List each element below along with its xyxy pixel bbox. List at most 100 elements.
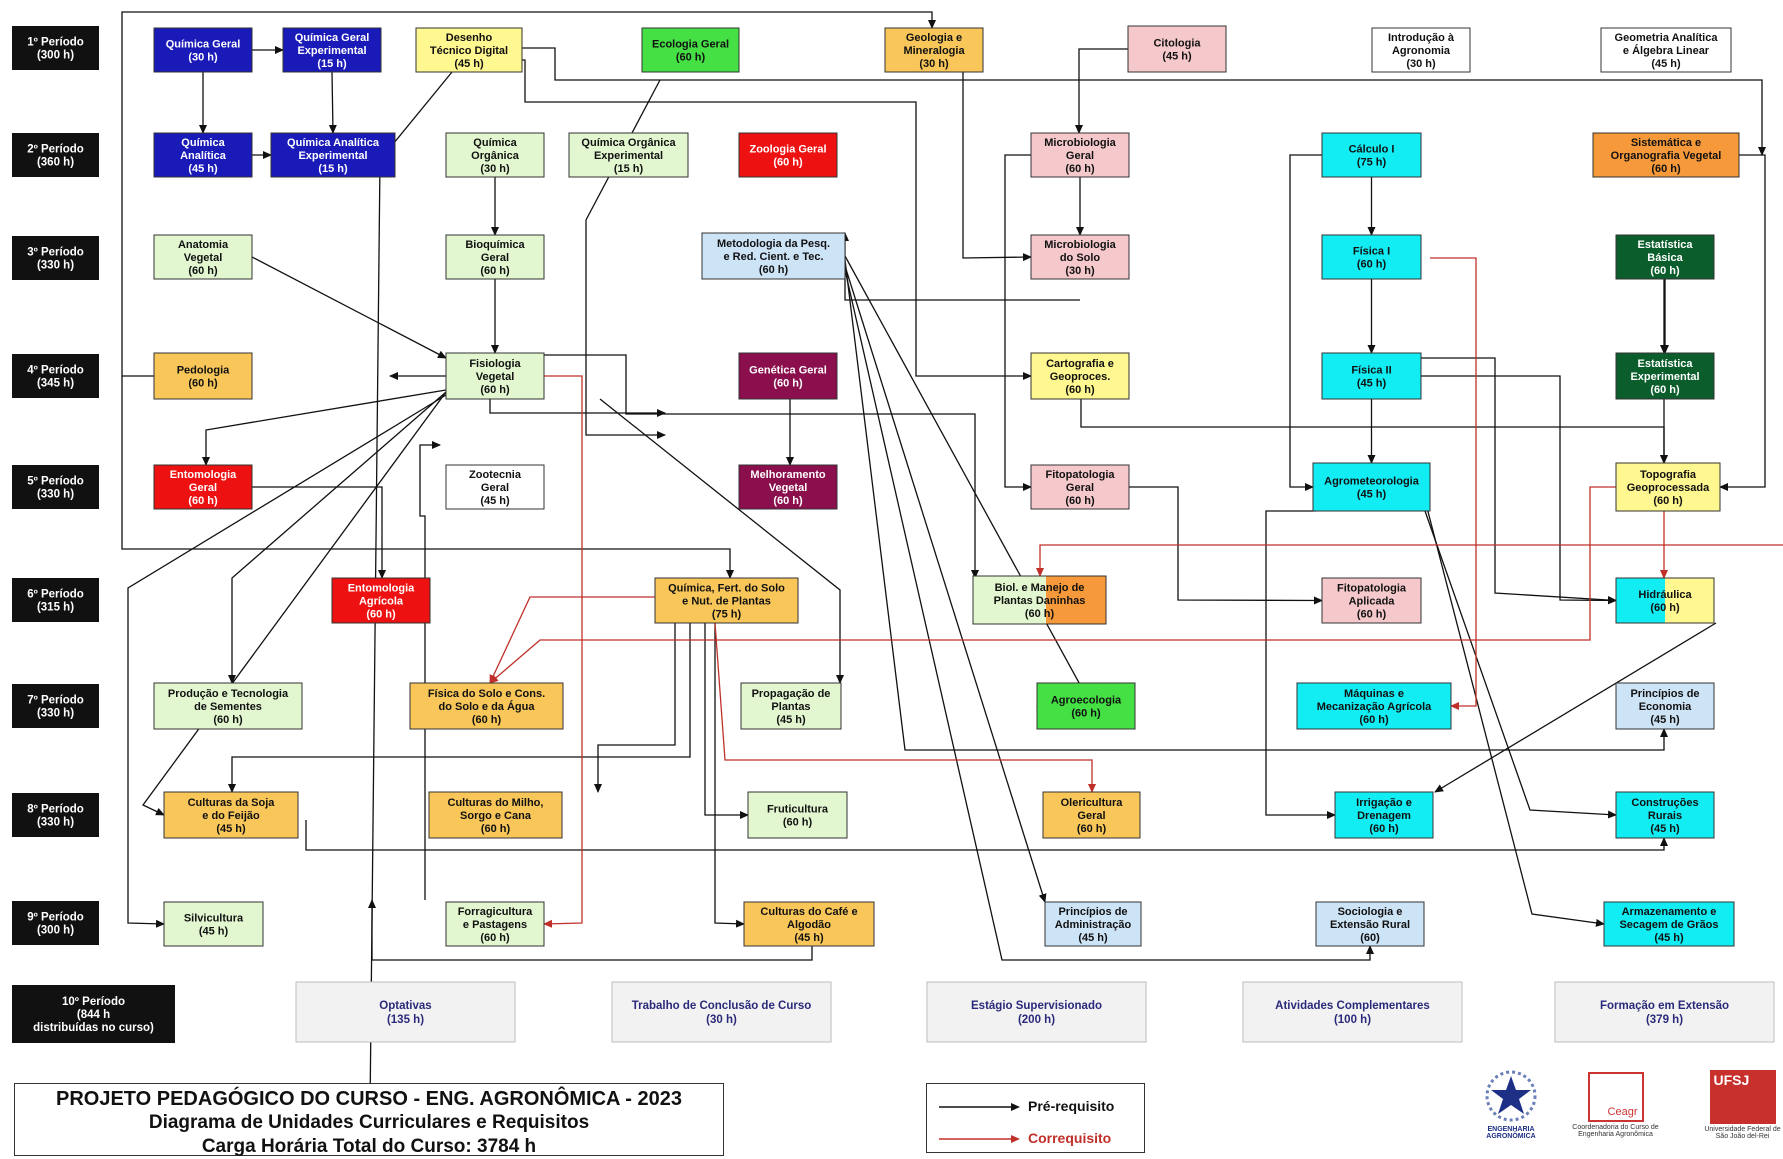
course-box [641,27,740,73]
final-item-text: (100 h) [1334,1014,1371,1026]
period-label-bg [12,578,99,622]
course-text: Estatística [1637,239,1693,251]
coreq-arrow-icon [939,1135,1020,1143]
period-label-bg [12,133,99,177]
course-box [153,132,253,178]
course-text: Produção e Tecnologia [168,688,289,700]
course-text: (45 h) [188,163,218,175]
corequisite-arrow-6 [543,375,583,928]
course-text: (60 h) [1065,495,1095,507]
course-box [972,575,1107,625]
course-text: Física II [1351,365,1391,377]
prerequisite-arrow-42 [1434,622,1717,793]
course-box [1615,682,1715,730]
final-item-estagio-supervisionado: Estágio Supervisionado(200 h) [926,981,1147,1043]
course-box [1592,132,1740,178]
course-text: Plantas Daninhas [994,595,1086,607]
course-zoologia-geral: Zoologia Geral(60 h) [738,132,838,178]
course-text: (60 h) [188,265,218,277]
course-text: Microbiologia [1044,137,1116,149]
prerequisite-arrow-53 [121,376,734,579]
course-text: (45 h) [794,932,824,944]
course-box [445,234,545,280]
course-box [701,232,846,280]
course-box [1371,27,1471,73]
course-text: Aplicada [1349,596,1396,608]
course-text: (60) [1360,932,1380,944]
ufsj-logo-name: UFSJ [1713,1072,1750,1088]
course-text: (30 h) [1406,58,1436,70]
course-box [740,682,842,730]
prerequisite-arrow-29 [252,486,386,579]
final-item-text: (200 h) [1018,1014,1055,1026]
course-text: Experimental [297,45,366,57]
ceagr-logo-name: Ceagr [1607,1106,1638,1118]
final-item-text: Optativas [379,1000,431,1012]
period-label-line: (300 h) [37,50,74,62]
ceagr-logo-text: Coordenadoria do Curso de Engenharia Agr… [1572,1124,1659,1138]
course-text: Algodão [787,919,831,931]
course-text: e Red. Cient. e Tec. [723,251,823,263]
course-box [153,234,253,280]
course-text: Silvicultura [184,913,244,925]
course-text: (60 h) [366,609,396,621]
course-text: Estatística [1637,358,1693,370]
final-item-box [611,981,832,1043]
course-text: Química [473,137,517,149]
course-box [1315,901,1425,947]
course-text: Geoprocessada [1627,482,1710,494]
course-text: (60 h) [773,378,803,390]
ufsj-logo-text: Universidade Federal de São João del-Rei [1704,1126,1781,1140]
course-text: Melhoramento [750,469,825,481]
course-text: Vegetal [769,482,808,494]
course-text: (30 h) [480,163,510,175]
course-text: Mecanização Agrícola [1317,701,1432,713]
course-box [1615,352,1715,400]
course-text: Forragicultura [458,906,533,918]
course-box [409,682,564,730]
course-box [654,577,799,624]
corequisite-arrow-3 [1036,544,1783,577]
course-text: Física do Solo e Cons. [428,688,545,700]
course-box [738,464,838,510]
corequisite-arrow-5 [714,622,1096,793]
course-text: Culturas do Café e [760,906,857,918]
course-text: (60 h) [773,157,803,169]
course-box [1030,464,1130,510]
prerequisite-arrow-47 [714,623,745,928]
course-text: Fisiologia [469,358,521,370]
course-text: (60 h) [1653,495,1683,507]
course-box [1603,901,1735,947]
course-text: Geral [481,252,509,264]
course-text: (60 h) [783,817,813,829]
course-calculo-i: Cálculo I(75 h) [1321,132,1422,178]
prerequisite-arrow-7 [251,256,447,359]
course-text: Química Geral [295,32,370,44]
course-box [428,791,563,839]
course-quimica-geral: Química Geral(30 h) [153,27,253,73]
course-text: (60 h) [188,495,218,507]
course-text: Introdução à [1388,32,1455,44]
course-fruticultura: Fruticultura(60 h) [747,791,848,839]
prerequisite-arrow-46 [704,623,749,819]
course-box [568,132,689,178]
course-text: Cartografia e [1046,358,1114,370]
course-text: do Solo [1060,252,1101,264]
period-label-3: 3º Período(330 h) [12,236,99,280]
course-box [331,577,431,624]
period-label-line: (345 h) [37,378,74,390]
